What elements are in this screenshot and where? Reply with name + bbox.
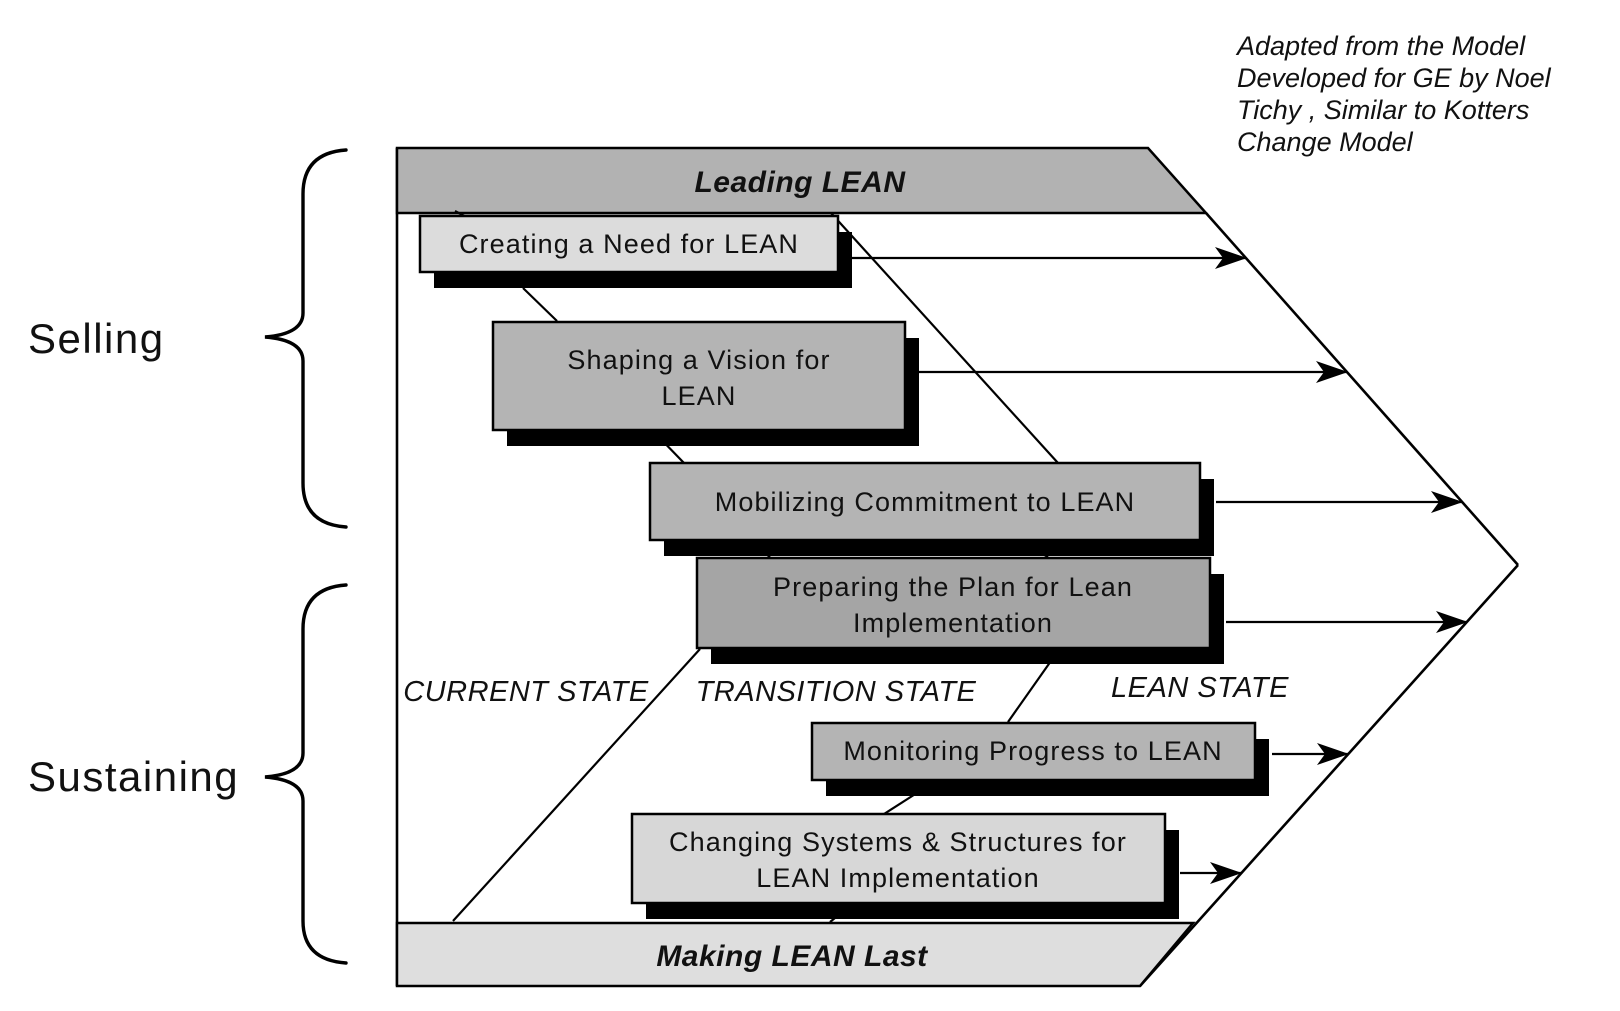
label-current-state: CURRENT STATE <box>403 676 649 708</box>
credit-note-line-3: Tichy , Similar to Kotters <box>1237 95 1529 125</box>
box-preparing-plan <box>695 556 1212 650</box>
label-transition-state: TRANSITION STATE <box>696 676 977 708</box>
label-selling: Selling <box>28 315 165 362</box>
making-lean-last-bar <box>395 921 1196 988</box>
credit-note-line-2: Developed for GE by Noel <box>1237 63 1552 93</box>
outer-lower-right-edge <box>1139 564 1519 987</box>
connector-creating-to-shaping <box>522 287 558 322</box>
box-creating-need <box>418 214 840 274</box>
box-monitoring-progress <box>810 721 1257 782</box>
box-changing-systems-line2: LEAN Implementation <box>756 863 1040 893</box>
depth-diagonal-upper <box>830 212 1059 464</box>
outer-upper-right-edge <box>1205 212 1519 566</box>
label-lean-state: LEAN STATE <box>1111 672 1289 704</box>
box-preparing-plan-line1: Preparing the Plan for Lean <box>773 572 1133 602</box>
box-shaping-vision-line1: Shaping a Vision for <box>567 345 830 375</box>
sustaining-brace <box>264 583 348 965</box>
box-preparing-plan-line2: Implementation <box>853 608 1053 638</box>
making-lean-last-bar-label: Making LEAN Last <box>656 940 929 973</box>
credit-note-line-1: Adapted from the Model <box>1235 31 1526 61</box>
box-shaping-vision <box>491 320 907 432</box>
label-sustaining: Sustaining <box>28 753 239 800</box>
box-creating-need-label: Creating a Need for LEAN <box>459 229 799 259</box>
box-changing-systems-line1: Changing Systems & Structures for <box>669 827 1127 857</box>
box-monitoring-progress-label: Monitoring Progress to LEAN <box>843 736 1222 766</box>
leading-lean-bar <box>395 146 1209 215</box>
box-changing-systems <box>630 812 1167 905</box>
credit-note-line-4: Change Model <box>1237 127 1414 157</box>
box-mobilizing-commitment <box>648 461 1202 542</box>
leading-lean-bar-label: Leading LEAN <box>694 166 906 199</box>
box-mobilizing-commitment-label: Mobilizing Commitment to LEAN <box>715 487 1136 517</box>
divider-current-transition <box>452 648 701 922</box>
selling-brace <box>264 148 348 529</box>
box-shaping-vision-line2: LEAN <box>662 381 737 411</box>
